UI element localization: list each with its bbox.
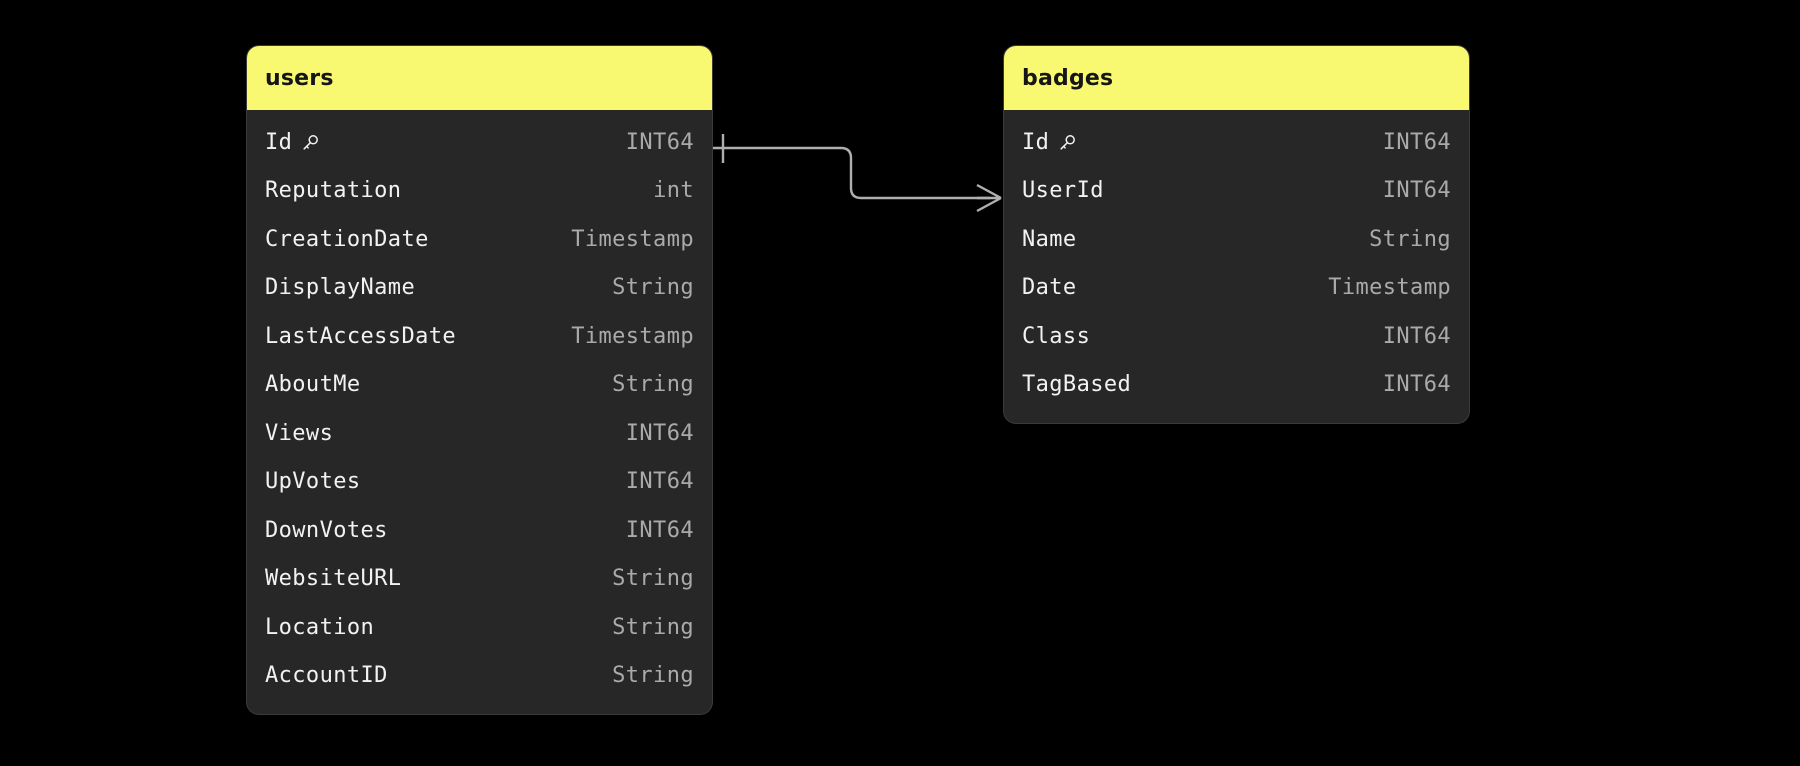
- field-name: Name: [1022, 226, 1077, 252]
- field-row[interactable]: CreationDate Timestamp: [247, 215, 712, 264]
- entity-card-badges[interactable]: badges Id INT64 UserId INT64 Name String…: [1004, 46, 1469, 423]
- field-name: TagBased: [1022, 372, 1132, 398]
- field-name: Views: [265, 420, 334, 446]
- key-icon: [1057, 133, 1077, 153]
- field-row[interactable]: LastAccessDate Timestamp: [247, 312, 712, 361]
- field-type: INT64: [625, 129, 694, 155]
- field-row[interactable]: TagBased INT64: [1004, 361, 1469, 410]
- field-row[interactable]: Reputation int: [247, 167, 712, 216]
- field-row[interactable]: Name String: [1004, 215, 1469, 264]
- field-name: Id: [265, 130, 320, 155]
- field-type: String: [612, 663, 694, 689]
- entity-title-users: users: [247, 46, 712, 110]
- field-type: INT64: [625, 517, 694, 543]
- field-type: INT64: [625, 469, 694, 495]
- field-row[interactable]: Views INT64: [247, 409, 712, 458]
- field-name: DisplayName: [265, 275, 416, 301]
- field-name: UpVotes: [265, 469, 361, 495]
- field-row[interactable]: AccountID String: [247, 652, 712, 701]
- field-type: int: [653, 178, 694, 204]
- field-name: Location: [265, 614, 375, 640]
- field-type: INT64: [1382, 178, 1451, 204]
- entity-card-users[interactable]: users Id INT64 Reputation int CreationDa…: [247, 46, 712, 714]
- field-type: Timestamp: [571, 226, 694, 252]
- field-row[interactable]: DownVotes INT64: [247, 506, 712, 555]
- field-name: WebsiteURL: [265, 566, 402, 592]
- field-row[interactable]: UserId INT64: [1004, 167, 1469, 216]
- relationship-line: [712, 146, 990, 200]
- crows-foot-marker: [976, 183, 1002, 213]
- field-type: INT64: [1382, 323, 1451, 349]
- field-row[interactable]: Location String: [247, 603, 712, 652]
- field-type: String: [612, 614, 694, 640]
- entity-fields-users: Id INT64 Reputation int CreationDate Tim…: [247, 110, 712, 714]
- field-type: Timestamp: [571, 323, 694, 349]
- field-name: AccountID: [265, 663, 388, 689]
- field-row[interactable]: DisplayName String: [247, 264, 712, 313]
- field-type: INT64: [1382, 372, 1451, 398]
- field-type: String: [612, 566, 694, 592]
- field-row[interactable]: Date Timestamp: [1004, 264, 1469, 313]
- field-type: String: [612, 275, 694, 301]
- field-type: Timestamp: [1328, 275, 1451, 301]
- key-icon: [300, 133, 320, 153]
- field-type: String: [612, 372, 694, 398]
- field-row[interactable]: Class INT64: [1004, 312, 1469, 361]
- field-name: Class: [1022, 323, 1091, 349]
- field-name: Date: [1022, 275, 1077, 301]
- field-row[interactable]: AboutMe String: [247, 361, 712, 410]
- entity-fields-badges: Id INT64 UserId INT64 Name String Date T…: [1004, 110, 1469, 423]
- field-name: Id: [1022, 130, 1077, 155]
- field-name: AboutMe: [265, 372, 361, 398]
- field-type: INT64: [1382, 129, 1451, 155]
- field-name: CreationDate: [265, 226, 429, 252]
- field-type: INT64: [625, 420, 694, 446]
- field-row[interactable]: UpVotes INT64: [247, 458, 712, 507]
- field-name: LastAccessDate: [265, 323, 457, 349]
- field-name: DownVotes: [265, 517, 388, 543]
- field-row[interactable]: WebsiteURL String: [247, 555, 712, 604]
- field-name: Reputation: [265, 178, 402, 204]
- field-row[interactable]: Id INT64: [247, 118, 712, 167]
- field-name: UserId: [1022, 178, 1104, 204]
- entity-title-badges: badges: [1004, 46, 1469, 110]
- field-row[interactable]: Id INT64: [1004, 118, 1469, 167]
- field-type: String: [1369, 226, 1451, 252]
